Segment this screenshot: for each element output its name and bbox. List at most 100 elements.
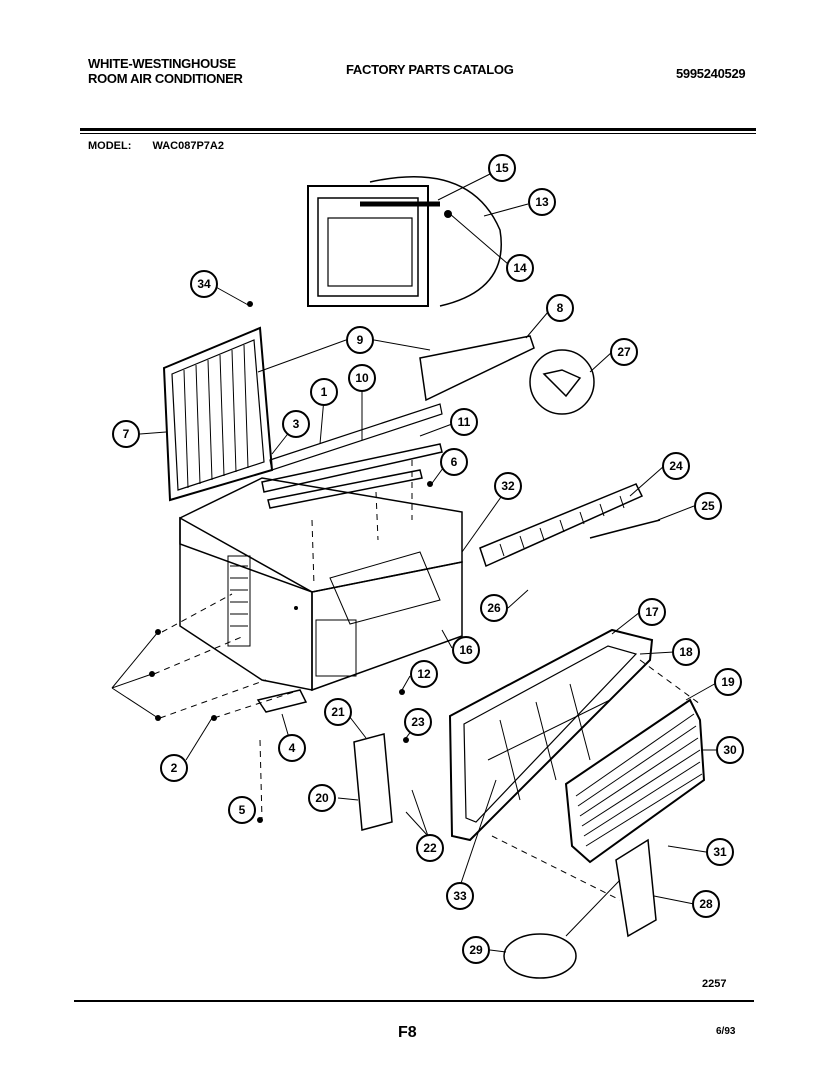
- panel-detail-arc: [369, 175, 502, 307]
- model-value: WAC087P7A2: [152, 140, 224, 152]
- callout-label: 21: [331, 705, 345, 719]
- callout-2: 2: [160, 754, 188, 782]
- callout-21: 21: [324, 698, 352, 726]
- callout-32: 32: [494, 472, 522, 500]
- callout-bubble: [440, 448, 468, 476]
- model-label: MODEL:: [88, 140, 132, 152]
- callout-label: 24: [669, 459, 683, 473]
- cover-28: [615, 838, 657, 938]
- callout-33: 33: [446, 882, 474, 910]
- callout-bubble: [610, 338, 638, 366]
- callout-12: 12: [410, 660, 438, 688]
- callout-20: 20: [308, 784, 336, 812]
- callout-34: 34: [190, 270, 218, 298]
- cabinet-louver: [227, 555, 251, 647]
- cabinet-side: [179, 516, 313, 691]
- callout-bubble: [228, 796, 256, 824]
- callout-6: 6: [440, 448, 468, 476]
- top-strip-1: [269, 403, 443, 471]
- callout-bubble: [494, 472, 522, 500]
- callout-9: 9: [346, 326, 374, 354]
- callout-label: 11: [458, 415, 471, 429]
- side-grille-frame: [162, 326, 274, 502]
- callout-label: 1: [321, 385, 328, 399]
- callout-label: 31: [713, 845, 727, 859]
- louver-assembly: [479, 483, 644, 568]
- callout-14: 14: [506, 254, 534, 282]
- filter-strip: [419, 335, 535, 402]
- callout-label: 6: [451, 455, 458, 469]
- cabinet-top: [179, 477, 463, 593]
- callout-bubble: [446, 882, 474, 910]
- callout-label: 17: [645, 605, 659, 619]
- callout-bubble: [488, 154, 516, 182]
- callout-bubble: [310, 378, 338, 406]
- panel-window: [327, 217, 413, 287]
- callout-label: 9: [357, 333, 364, 347]
- callout-label: 10: [355, 371, 369, 385]
- callout-1: 1: [310, 378, 338, 406]
- callout-bubble: [348, 364, 376, 392]
- callout-bubble: [506, 254, 534, 282]
- callout-label: 8: [557, 301, 564, 315]
- callout-19: 19: [714, 668, 742, 696]
- callout-label: 18: [679, 645, 693, 659]
- callout-bubble: [528, 188, 556, 216]
- callout-10: 10: [348, 364, 376, 392]
- detail-27-circle: [529, 349, 595, 415]
- callout-24: 24: [662, 452, 690, 480]
- callout-bubble: [450, 408, 478, 436]
- page-number: F8: [398, 1024, 417, 1041]
- callout-bubble: [692, 890, 720, 918]
- brand-title: WHITE-WESTINGHOUSE ROOM AIR CONDITIONER: [88, 56, 243, 86]
- internal-compressor: [329, 551, 441, 625]
- callout-bubble: [410, 660, 438, 688]
- callout-label: 3: [293, 417, 300, 431]
- callout-bubble: [672, 638, 700, 666]
- header-rule-thin: [80, 133, 756, 134]
- callout-label: 20: [315, 791, 329, 805]
- callout-label: 28: [699, 897, 713, 911]
- callout-bubble: [112, 420, 140, 448]
- callout-bubble: [282, 410, 310, 438]
- front-frame-outer: [448, 628, 654, 842]
- callout-label: 27: [617, 345, 631, 359]
- catalog-title: FACTORY PARTS CATALOG: [346, 62, 514, 77]
- callout-bubble: [346, 326, 374, 354]
- detail-27-clip: [542, 369, 582, 398]
- callout-label: 25: [701, 499, 715, 513]
- front-frame-inner: [463, 645, 638, 823]
- callout-bubble: [706, 838, 734, 866]
- callout-22: 22: [416, 834, 444, 862]
- callout-18: 18: [672, 638, 700, 666]
- callout-bubble: [662, 452, 690, 480]
- diagram-code: 2257: [702, 978, 727, 990]
- callout-label: 14: [513, 261, 527, 275]
- callout-bubble: [716, 736, 744, 764]
- callout-label: 7: [123, 427, 130, 441]
- front-grille: [564, 698, 706, 864]
- callout-25: 25: [694, 492, 722, 520]
- callout-23: 23: [404, 708, 432, 736]
- callout-16: 16: [452, 636, 480, 664]
- callout-label: 34: [197, 277, 211, 291]
- callout-7: 7: [112, 420, 140, 448]
- callout-28: 28: [692, 890, 720, 918]
- callout-label: 26: [487, 601, 501, 615]
- callout-label: 23: [411, 715, 425, 729]
- callout-bubble: [462, 936, 490, 964]
- part-number: 5995240529: [676, 66, 746, 81]
- callout-17: 17: [638, 598, 666, 626]
- model-line: MODEL: WAC087P7A2: [88, 140, 242, 152]
- callout-label: 4: [289, 741, 296, 755]
- louver-link: [589, 519, 661, 539]
- panel-frame-inner: [317, 197, 419, 297]
- callout-26: 26: [480, 594, 508, 622]
- panel-frame-outer: [307, 185, 429, 307]
- callout-bubble: [160, 754, 188, 782]
- callout-label: 16: [459, 643, 473, 657]
- callout-label: 22: [423, 841, 437, 855]
- callout-11: 11: [450, 408, 478, 436]
- callout-29: 29: [462, 936, 490, 964]
